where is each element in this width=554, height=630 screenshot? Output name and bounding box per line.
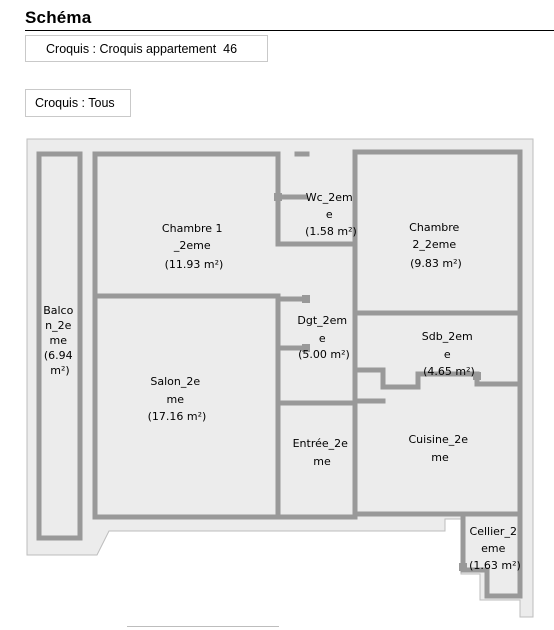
room-cellier-label: Cellier_2 eme (1.63 m²) [469, 525, 521, 572]
room-salon-label: Salon_2e me (17.16 m²) [148, 375, 207, 423]
wall-cellier [460, 511, 523, 599]
door-jamb-dgt-1 [302, 295, 310, 303]
room-wc-label: Wc_2em e (1.58 m²) [305, 191, 357, 238]
door-jambs [274, 193, 481, 571]
door-jamb-sdb [473, 372, 481, 380]
bottom-edge-control [127, 626, 279, 627]
title-divider [25, 30, 554, 31]
room-entree-label: Entrée_2e me [293, 437, 352, 468]
room-dgt-label: Dgt_2em e (5.00 m²) [297, 314, 350, 361]
room-cuisine-label: Cuisine_2e me [408, 433, 471, 464]
room-chambre2-label: Chambre 2_2eme (9.83 m²) [409, 221, 463, 270]
wall-balcon [36, 151, 83, 541]
section-title: Schéma [25, 8, 92, 27]
room-balcon-label: Balco n_2e me (6.94 m²) [43, 304, 77, 377]
croquis-filter-selector[interactable]: Croquis : Tous [25, 89, 131, 117]
room-chambre1-label: Chambre 1 _2eme (11.93 m²) [162, 222, 226, 271]
room-sdb-label: Sdb_2em e (4.65 m²) [422, 330, 476, 378]
wall-sdb-bottom [352, 367, 523, 390]
door-jamb-wc [274, 193, 282, 201]
croquis-selector[interactable]: Croquis : Croquis appartement 46 [25, 35, 268, 62]
walls [36, 149, 523, 599]
door-jamb-cellier [459, 563, 467, 571]
door-jamb-dgt-2 [302, 344, 310, 352]
